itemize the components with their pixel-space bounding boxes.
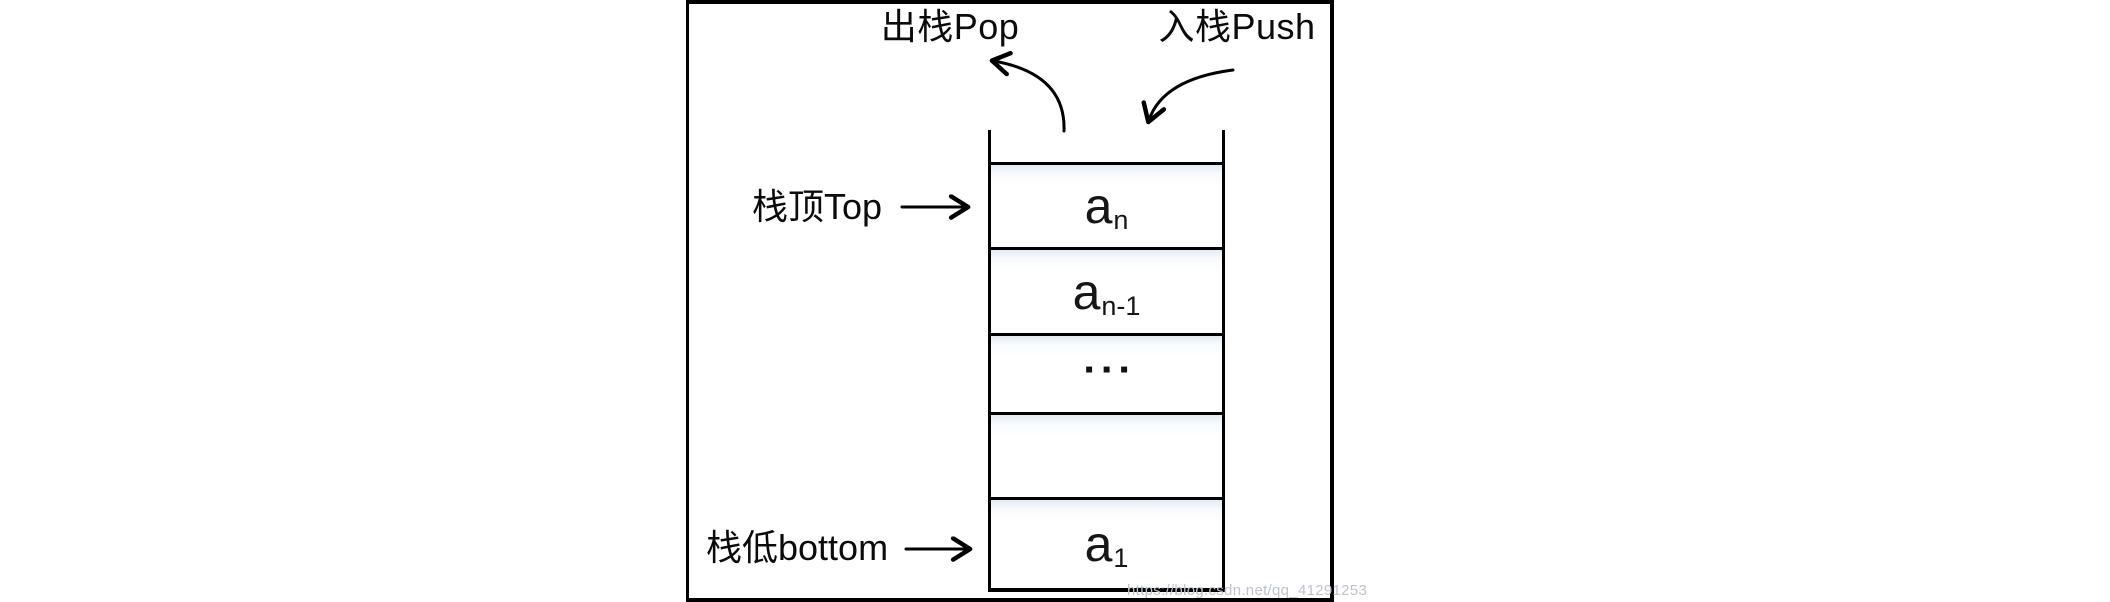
- ellipsis-dots: ▪▪▪: [1084, 356, 1138, 383]
- stack-cell-an: an: [991, 162, 1222, 247]
- cell-an-1-value: an-1: [1072, 263, 1141, 321]
- stack-top-label: 栈顶Top: [752, 186, 883, 227]
- stack-container: an an-1 ▪▪▪ a1: [988, 130, 1225, 592]
- stack-opening: [991, 130, 1222, 162]
- stack-cell-ellipsis: ▪▪▪: [991, 333, 1222, 412]
- cell-a1-value: a1: [1084, 516, 1129, 573]
- stack-cell-an-1: an-1: [991, 247, 1222, 333]
- push-label: 入栈Push: [1158, 6, 1316, 47]
- cell-an-value: an: [1084, 178, 1129, 235]
- stack-cell-a1: a1: [991, 497, 1222, 588]
- stack-cell-empty: [991, 412, 1222, 497]
- watermark: https://blog.csdn.net/qq_41291253: [1127, 582, 1368, 599]
- stack-bottom-label: 栈低bottom: [706, 527, 889, 568]
- pop-label: 出栈Pop: [880, 6, 1020, 47]
